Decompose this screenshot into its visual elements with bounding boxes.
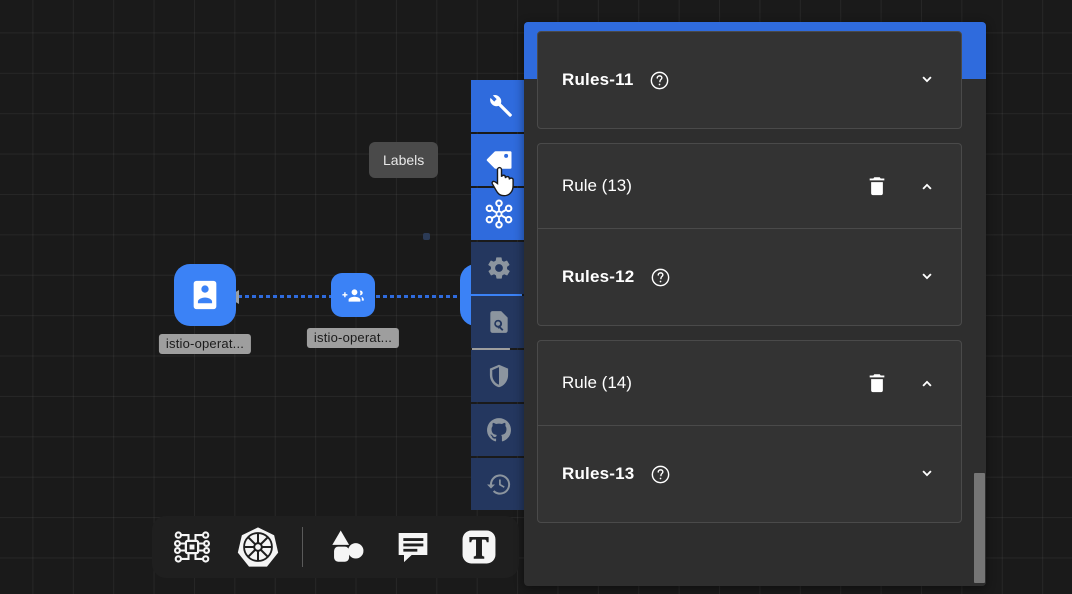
trash-icon[interactable] [865,174,889,198]
history-icon [486,471,513,498]
toolbar-button-infrastructure[interactable] [166,523,218,571]
rule-group-actions [865,371,939,395]
toolbar-button-comment[interactable] [387,523,439,571]
chevron-down-icon[interactable] [915,462,939,486]
wrench-icon [485,92,513,120]
chip-network-icon [171,526,213,568]
vertical-toolbar [471,80,527,510]
trash-icon[interactable] [865,371,889,395]
help-circle-icon[interactable] [648,68,672,92]
chevron-up-icon[interactable] [915,371,939,395]
panel-body[interactable]: Rules-11 [524,79,986,586]
rules-row-title: Rules-13 [562,462,915,486]
toolbar-button-security[interactable] [471,350,527,402]
rules-card: Rules-11 [537,31,962,129]
gear-icon [486,255,512,281]
toolbar-button-inspect[interactable] [471,296,527,348]
node-label: istio-operat... [307,328,399,348]
github-icon [485,416,513,444]
document-search-icon [486,309,512,335]
rule-group-card: Rule (14) Rules-13 [537,340,962,523]
rule-group-actions [865,174,939,198]
rules-row-label: Rules-13 [562,464,634,484]
node-shape [174,264,236,326]
cluster-role-panel: Cluster Role [524,22,986,586]
node-label: istio-operat... [159,334,251,354]
service-account-node[interactable]: istio-operat... [174,264,236,326]
rules-row-title: Rules-11 [562,68,915,92]
rule-group-header[interactable]: Rule (14) [538,341,961,426]
chevron-down-icon[interactable] [915,265,939,289]
graph-minor-node[interactable] [423,233,430,240]
group-add-icon [341,283,365,307]
rules-row[interactable]: Rules-13 [538,426,961,522]
rules-row-label: Rules-12 [562,267,634,287]
help-circle-icon[interactable] [648,265,672,289]
toolbar-button-kubernetes[interactable] [232,523,284,571]
toolbar-button-settings[interactable] [471,242,527,294]
rule-group-title: Rule (14) [562,373,865,393]
badge-id-icon [188,278,222,312]
labels-tooltip: Labels [369,142,438,178]
bottom-toolbar [152,516,519,578]
rule-group-card: Rule (13) Rules-12 [537,143,962,326]
shield-icon [486,363,512,389]
comment-icon [393,527,433,567]
help-circle-icon[interactable] [648,462,672,486]
toolbar-button-text[interactable] [453,523,505,571]
hub-nodes-icon [484,199,514,229]
node-shape [331,273,375,317]
rules-row-actions [915,462,939,486]
toolbar-divider [302,527,303,567]
rule-group-title: Rule (13) [562,176,865,196]
rules-row-actions [915,265,939,289]
toolbar-button-shapes[interactable] [321,523,373,571]
rules-row-actions [915,68,939,92]
chevron-down-icon[interactable] [915,68,939,92]
toolbar-button-wrench[interactable] [471,80,527,132]
text-tool-icon [458,526,500,568]
rules-row-title: Rules-12 [562,265,915,289]
rules-row[interactable]: Rules-11 [538,32,961,128]
rules-row[interactable]: Rules-12 [538,229,961,325]
panel-scrollbar[interactable] [973,79,986,586]
role-binding-node[interactable]: istio-operat... [331,273,375,317]
rule-group-header[interactable]: Rule (13) [538,144,961,229]
kubernetes-icon [236,525,280,569]
chevron-up-icon[interactable] [915,174,939,198]
rules-row-label: Rules-11 [562,70,634,90]
toolbar-button-history[interactable] [471,458,527,510]
scrollbar-thumb[interactable] [974,473,985,583]
hand-pointer-cursor [489,164,515,203]
toolbar-button-github[interactable] [471,404,527,456]
shapes-icon [326,526,368,568]
